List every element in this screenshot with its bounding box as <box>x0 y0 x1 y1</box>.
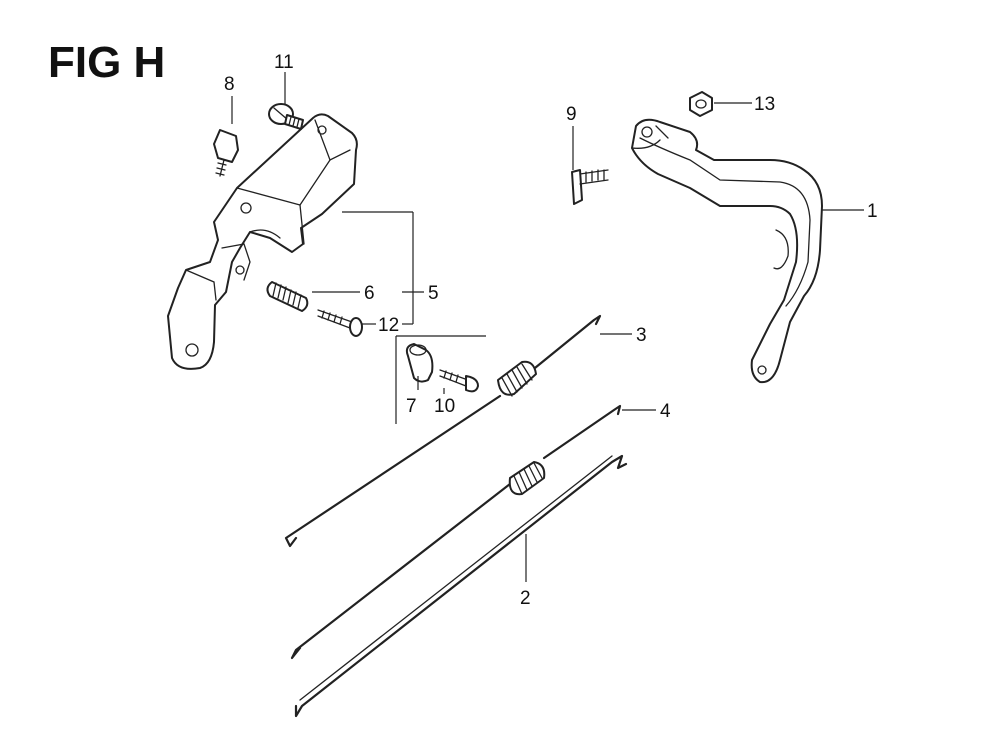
governor-bracket-part <box>167 113 358 370</box>
callout-3: 3 <box>636 325 647 346</box>
screw-part-12 <box>317 309 363 337</box>
callout-labels: 1 2 3 4 5 6 7 8 9 10 11 12 13 <box>224 52 878 609</box>
flange-nut-part-13 <box>689 91 713 117</box>
rod-part-4 <box>290 404 622 660</box>
rod-part-2 <box>294 454 628 718</box>
callout-11: 11 <box>274 52 294 73</box>
callout-10: 10 <box>434 396 455 417</box>
callout-2: 2 <box>520 588 531 609</box>
control-lever-part-1 <box>631 118 823 384</box>
callout-13: 13 <box>754 94 775 115</box>
callout-8: 8 <box>224 74 235 95</box>
flange-bolt-part-11 <box>268 103 304 130</box>
figure-title: FIG H <box>48 38 166 87</box>
collar-part-7 <box>405 343 434 383</box>
bolt-part-9 <box>571 169 609 205</box>
bolt-part-10 <box>439 369 479 393</box>
bolt-part-8 <box>213 129 239 177</box>
callout-6: 6 <box>364 283 375 304</box>
callout-9: 9 <box>566 104 577 125</box>
callout-5: 5 <box>428 283 439 304</box>
callout-1: 1 <box>867 201 878 222</box>
callout-4: 4 <box>660 401 671 422</box>
callout-12: 12 <box>378 315 399 336</box>
callout-7: 7 <box>406 396 417 417</box>
spring-part-6 <box>266 281 309 312</box>
leader-lines <box>231 72 864 582</box>
rod-part-3 <box>284 314 602 548</box>
